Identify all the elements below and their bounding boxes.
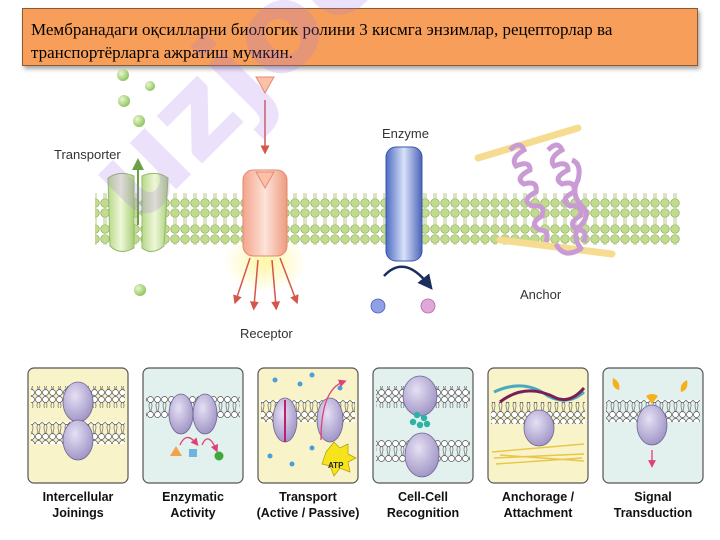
label-line-1: Transport [279,490,337,504]
label-line-1: Intercellular [42,490,114,504]
transporter-protein [107,69,169,296]
anchor-protein [474,124,616,258]
label-line-2: Joinings [52,506,104,520]
panel-enzymatic-activity [142,367,244,484]
receptor-protein [223,76,307,311]
label-line-1: Cell-Cell [397,490,448,504]
panel-anchorage-attachment [487,367,589,484]
enzyme-protein [370,146,436,314]
caption-box: Мембранадаги оқсилларни биологик ролини … [22,8,698,66]
label-line-2: Attachment [503,506,573,520]
label-line-2: (Active / Passive) [256,506,360,520]
panel-intercellular-joinings [27,367,129,484]
label-line-1: Enzymatic [162,490,224,504]
receptor-label: Receptor [240,326,293,341]
panel-cell-cell-recognition [372,367,474,484]
panel-label-anchorage-attachment: Anchorage / Attachment [482,489,594,521]
atp-label: ATP [328,461,344,470]
label-line-1: Signal [634,490,672,504]
enzyme-label: Enzyme [382,126,429,141]
label-line-1: Anchorage / [501,490,575,504]
panel-label-transport: Transport (Active / Passive) [250,489,366,521]
transporter-label: Transporter [54,147,121,162]
panel-transport [257,367,359,484]
label-line-2: Recognition [386,506,460,520]
panel-signal-transduction [602,367,704,484]
anchor-label: Anchor [520,287,562,302]
label-line-2: Activity [170,506,216,520]
label-line-2: Transduction [613,506,693,520]
